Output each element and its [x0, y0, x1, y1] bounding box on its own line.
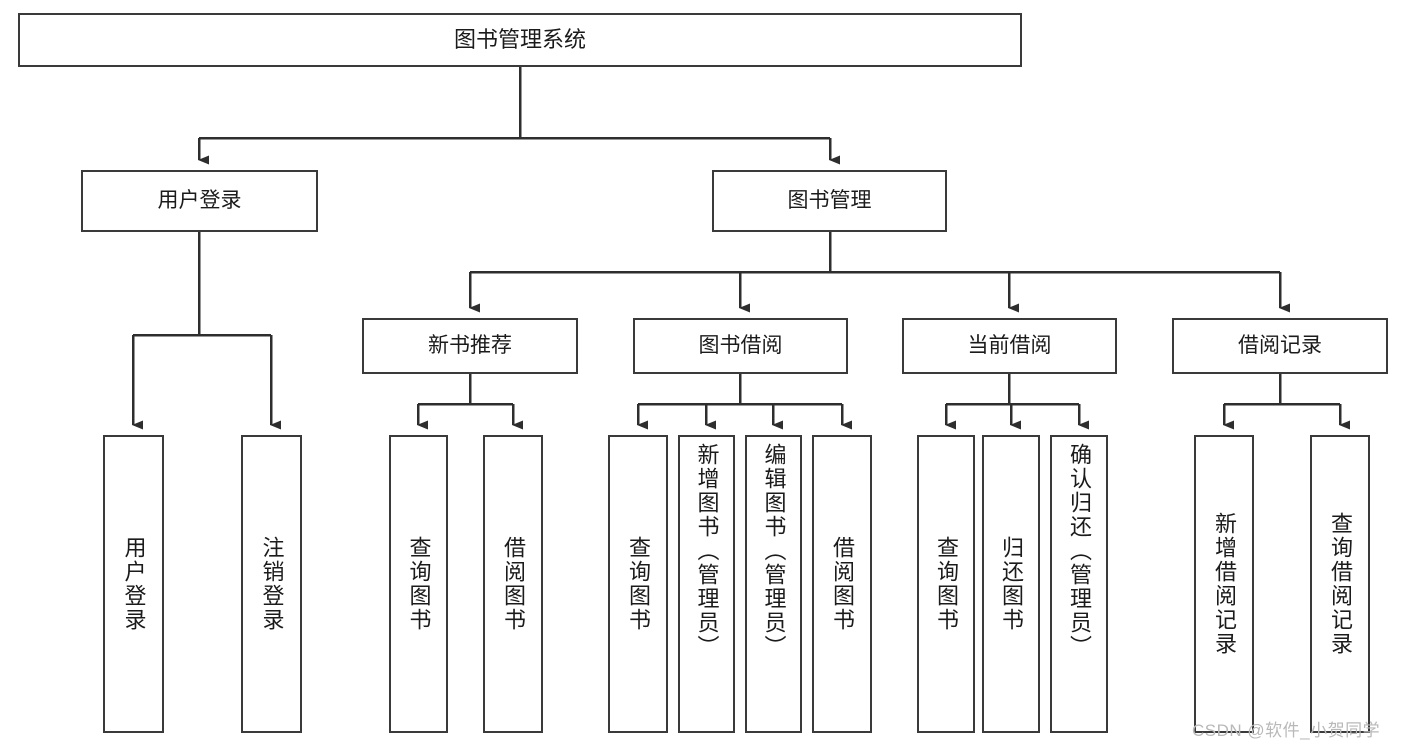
node-leaf-query-borrow-record-label: 查询借阅记录: [1328, 512, 1353, 656]
node-leaf-user-login-label: 用户登录: [121, 536, 147, 632]
node-leaf-confirm-return-admin-label: 确认归还（管理员）: [1067, 443, 1092, 659]
node-user-login[interactable]: 用户登录: [81, 170, 318, 232]
node-leaf-query-book-1-label: 查询图书: [406, 536, 432, 632]
node-leaf-query-book-3-label: 查询图书: [934, 536, 959, 632]
node-leaf-confirm-return-admin[interactable]: 确认归还（管理员）: [1050, 435, 1108, 733]
node-leaf-logout-login[interactable]: 注销登录: [241, 435, 302, 733]
node-leaf-query-borrow-record[interactable]: 查询借阅记录: [1310, 435, 1370, 733]
node-leaf-query-book-2-label: 查询图书: [626, 536, 651, 632]
node-leaf-return-book[interactable]: 归还图书: [982, 435, 1040, 733]
node-leaf-add-borrow-record-label: 新增借阅记录: [1212, 512, 1237, 656]
node-book-management[interactable]: 图书管理: [712, 170, 947, 232]
node-current-borrow-label: 当前借阅: [967, 333, 1052, 357]
node-book-borrow[interactable]: 图书借阅: [633, 318, 848, 374]
csdn-watermark: CSDN @软件_小贺同学: [1192, 721, 1381, 740]
node-leaf-add-book-admin-label: 新增图书（管理员）: [694, 443, 720, 659]
node-leaf-borrow-book-2-label: 借阅图书: [830, 536, 855, 632]
node-leaf-edit-book-admin[interactable]: 编辑图书（管理员）: [745, 435, 802, 733]
node-leaf-return-book-label: 归还图书: [999, 536, 1024, 632]
node-leaf-logout-login-label: 注销登录: [259, 536, 285, 632]
node-leaf-borrow-book-1-label: 借阅图书: [501, 536, 526, 632]
node-leaf-query-book-2[interactable]: 查询图书: [608, 435, 668, 733]
node-root-label: 图书管理系统: [453, 27, 586, 53]
node-leaf-borrow-book-1[interactable]: 借阅图书: [483, 435, 543, 733]
node-user-login-label: 用户登录: [157, 188, 242, 212]
node-leaf-edit-book-admin-label: 编辑图书（管理员）: [761, 443, 787, 659]
node-leaf-query-book-1[interactable]: 查询图书: [389, 435, 448, 733]
node-current-borrow[interactable]: 当前借阅: [902, 318, 1117, 374]
node-root[interactable]: 图书管理系统: [18, 13, 1022, 67]
node-leaf-add-book-admin[interactable]: 新增图书（管理员）: [678, 435, 735, 733]
node-book-management-label: 图书管理: [787, 188, 872, 212]
node-new-book-recommend-label: 新书推荐: [428, 333, 512, 357]
node-borrow-record-label: 借阅记录: [1238, 333, 1322, 357]
node-leaf-user-login[interactable]: 用户登录: [103, 435, 164, 733]
node-new-book-recommend[interactable]: 新书推荐: [362, 318, 578, 374]
node-borrow-record[interactable]: 借阅记录: [1172, 318, 1388, 374]
node-leaf-add-borrow-record[interactable]: 新增借阅记录: [1194, 435, 1254, 733]
node-book-borrow-label: 图书借阅: [698, 333, 783, 357]
node-leaf-borrow-book-2[interactable]: 借阅图书: [812, 435, 872, 733]
node-leaf-query-book-3[interactable]: 查询图书: [917, 435, 975, 733]
